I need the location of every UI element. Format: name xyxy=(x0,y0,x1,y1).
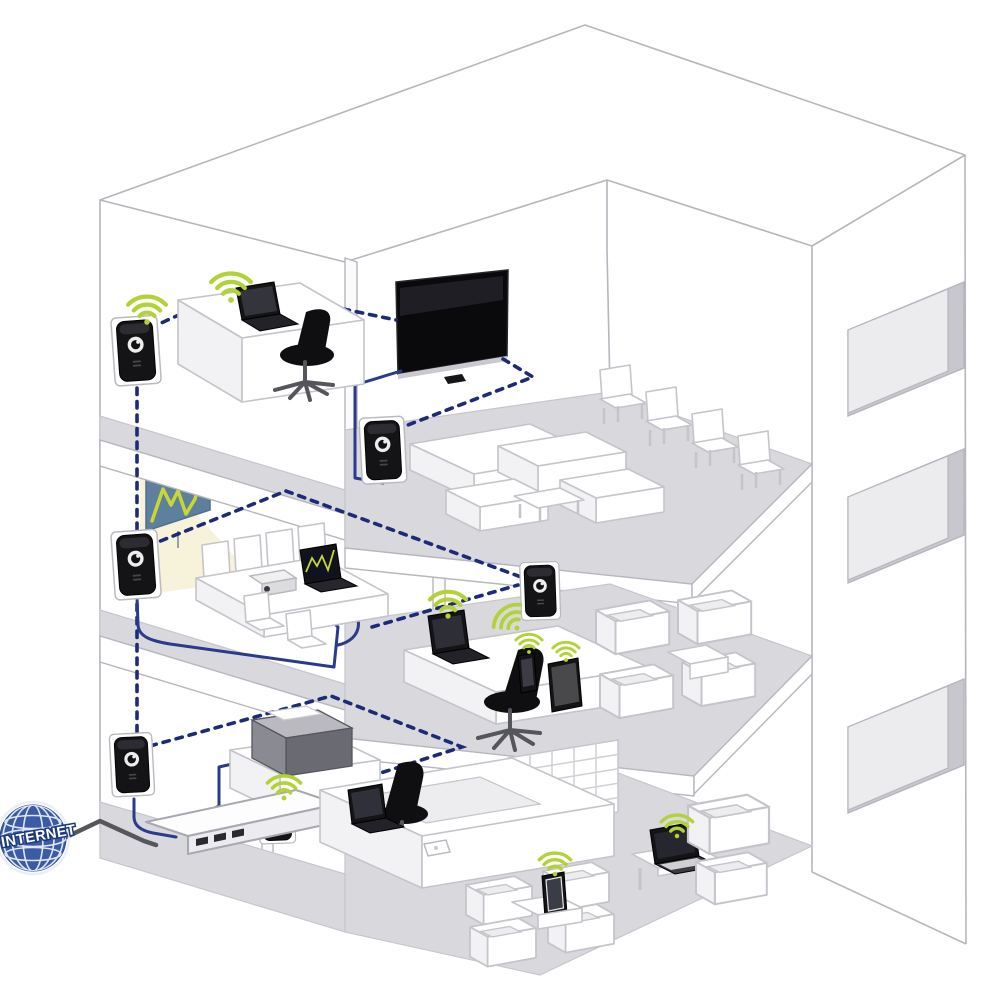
powerline-adapter-5 xyxy=(108,731,156,798)
tower-right-edge xyxy=(964,154,967,945)
sofa-set xyxy=(445,431,665,532)
flat-screen-tv xyxy=(395,269,509,384)
link-tv-to-adapter xyxy=(398,357,538,430)
smartphone xyxy=(517,652,538,694)
conference-chairs-front xyxy=(243,591,327,649)
office-chair-1 xyxy=(273,309,335,402)
powerline-adapter-1 xyxy=(109,314,163,387)
internet-globe: INTERNET xyxy=(0,800,79,876)
tablet-1 xyxy=(547,657,583,713)
internet-router xyxy=(145,789,339,855)
link-socket-to-adapter xyxy=(370,583,520,629)
interior-corner-edge xyxy=(606,249,611,391)
roof xyxy=(99,24,966,263)
middle-floor xyxy=(195,522,757,752)
powerline-adapter-2 xyxy=(358,415,408,485)
top-floor xyxy=(177,281,786,532)
ground-floor xyxy=(145,705,771,968)
window-3 xyxy=(847,677,965,815)
reception-desk xyxy=(319,757,615,889)
link-middle-floor xyxy=(146,489,523,579)
laptop-2 xyxy=(299,543,359,593)
conference-cable xyxy=(135,594,340,669)
internet-cable xyxy=(55,818,159,848)
laptop-3 xyxy=(427,609,491,665)
coffee-table xyxy=(513,487,585,521)
armchair-set-middle xyxy=(595,589,757,720)
powerline-adapter-4 xyxy=(518,560,562,622)
window-2 xyxy=(847,447,965,585)
router-cable xyxy=(132,797,178,839)
laptop-1 xyxy=(235,281,300,332)
window-1 xyxy=(847,280,965,418)
powerline-adapter-3 xyxy=(109,528,163,601)
laptop-4 xyxy=(347,783,406,834)
projector xyxy=(248,569,298,597)
tower-bottom-edge xyxy=(811,871,967,945)
printer xyxy=(249,705,355,778)
desk-phone xyxy=(423,839,451,857)
link-ground-floor xyxy=(148,694,468,801)
chart-line xyxy=(150,459,207,523)
